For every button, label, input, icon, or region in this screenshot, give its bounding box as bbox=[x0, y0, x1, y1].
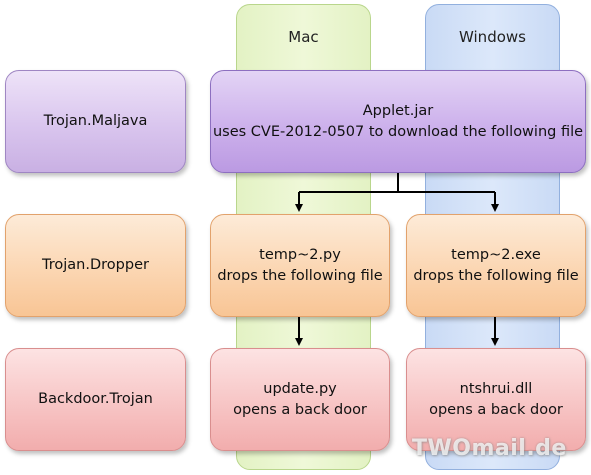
box-description: opens a back door bbox=[429, 401, 563, 418]
temp-py-box: temp~2.py drops the following file bbox=[210, 214, 390, 317]
row-label-text: Backdoor.Trojan bbox=[38, 391, 153, 407]
row-label-backdoor-trojan: Backdoor.Trojan bbox=[5, 348, 186, 451]
box-description: opens a back door bbox=[233, 401, 367, 418]
row-label-trojan-dropper: Trojan.Dropper bbox=[5, 214, 186, 317]
row-label-text: Trojan.Maljava bbox=[43, 113, 148, 129]
applet-jar-box: Applet.jar uses CVE-2012-0507 to downloa… bbox=[210, 70, 586, 173]
box-title: update.py bbox=[263, 380, 337, 397]
box-description: uses CVE-2012-0507 to download the follo… bbox=[212, 123, 584, 140]
update-py-box: update.py opens a back door bbox=[210, 348, 390, 451]
box-title: Applet.jar bbox=[362, 102, 434, 119]
box-description: drops the following file bbox=[217, 267, 383, 284]
box-title: temp~2.exe bbox=[451, 246, 541, 263]
row-label-text: Trojan.Dropper bbox=[42, 257, 149, 273]
box-description: drops the following file bbox=[413, 267, 579, 284]
watermark-logo: TWOmail.de bbox=[412, 436, 567, 461]
ntshrui-dll-box: ntshrui.dll opens a back door bbox=[406, 348, 586, 451]
box-title: temp~2.py bbox=[259, 246, 341, 263]
row-label-trojan-maljava: Trojan.Maljava bbox=[5, 70, 186, 173]
mac-column-label: Mac bbox=[288, 28, 319, 46]
windows-column-label: Windows bbox=[459, 28, 526, 46]
box-title: ntshrui.dll bbox=[459, 380, 533, 397]
temp-exe-box: temp~2.exe drops the following file bbox=[406, 214, 586, 317]
